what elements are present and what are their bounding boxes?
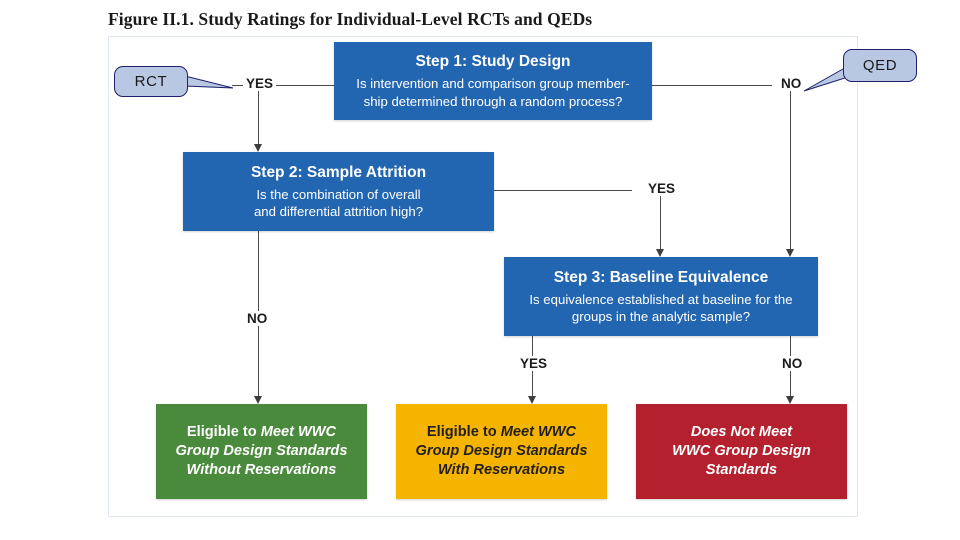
edge-label-step3-no: NO	[779, 356, 806, 371]
arrowhead-step1-to-step2	[254, 144, 262, 152]
callout-rct[interactable]: RCT	[114, 66, 188, 97]
step-2-title: Step 2: Sample Attrition	[250, 163, 427, 181]
rct-callout-tail	[184, 75, 234, 89]
callout-qed-label: QED	[862, 57, 898, 74]
outcome-yellow-line3: With Reservations	[437, 461, 566, 478]
step-3-question-line2: groups in the analytic sample?	[571, 309, 751, 325]
outcome-yellow-line1-italic: Meet WWC	[500, 424, 577, 441]
outcome-box-meets-with-reservations[interactable]: Eligible to Meet WWC Group Design Standa…	[396, 404, 607, 499]
step-1-question-line1: Is intervention and comparison group mem…	[356, 76, 630, 92]
callout-qed[interactable]: QED	[843, 49, 917, 82]
outcome-green-line3: Without Reservations	[186, 461, 337, 478]
edge-label-step3-yes: YES	[517, 356, 551, 371]
connector-step2-yes-vertical	[660, 190, 661, 249]
edge-label-step1-yes: YES	[243, 76, 277, 91]
connector-step2-yes-horizontal	[494, 190, 632, 191]
outcome-box-does-not-meet[interactable]: Does Not Meet WWC Group Design Standards	[636, 404, 847, 499]
outcome-red-line1: Does Not Meet	[690, 424, 793, 441]
connector-step1-no-horizontal	[652, 85, 772, 86]
edge-label-step1-no: NO	[778, 76, 805, 91]
outcome-red-line2: WWC Group Design	[672, 443, 811, 460]
page-title: Figure II.1. Study Ratings for Individua…	[108, 9, 593, 29]
edge-label-step2-yes: YES	[645, 181, 679, 196]
step-1-title: Step 1: Study Design	[415, 53, 571, 70]
arrowhead-step1no-to-step3	[786, 249, 794, 257]
step-3-box[interactable]: Step 3: Baseline Equivalence Is equivale…	[504, 257, 818, 336]
outcome-box-meets-without-reservations[interactable]: Eligible to Meet WWC Group Design Standa…	[156, 404, 367, 499]
step-3-title: Step 3: Baseline Equivalence	[553, 268, 769, 286]
connector-step1-yes-vertical	[258, 85, 259, 144]
step-2-question-line1: Is the combination of overall	[256, 186, 421, 202]
outcome-yellow-line1-upright: Eligible to	[426, 424, 501, 441]
outcome-green-line2: Group Design Standards	[175, 443, 348, 460]
arrowhead-step2yes-to-step3	[656, 249, 664, 257]
edge-label-step2-no: NO	[244, 311, 271, 326]
arrowhead-step3yes-to-yellow	[528, 396, 536, 404]
outcome-green-text: Eligible to Meet WWC Group Design Standa…	[176, 423, 348, 479]
outcome-red-text: Does Not Meet WWC Group Design Standards	[672, 423, 811, 479]
connector-step1-no-vertical	[790, 85, 791, 249]
outcome-red-line3: Standards	[705, 461, 778, 478]
step-2-box[interactable]: Step 2: Sample Attrition Is the combinat…	[183, 152, 494, 231]
step-3-question-line1: Is equivalence established at baseline f…	[529, 291, 793, 307]
outcome-yellow-line2: Group Design Standards	[415, 443, 588, 460]
arrowhead-step2no-to-green	[254, 396, 262, 404]
step-1-question-line2: ship determined through a random process…	[363, 93, 623, 109]
outcome-green-line1-italic: Meet WWC	[260, 424, 337, 441]
outcome-green-line1-upright: Eligible to	[186, 424, 261, 441]
callout-rct-label: RCT	[134, 73, 168, 90]
step-2-question-line2: and differential attrition high?	[253, 204, 424, 220]
connector-step1-yes-horizontal	[232, 85, 334, 86]
arrowhead-step3no-to-red	[786, 396, 794, 404]
outcome-yellow-text: Eligible to Meet WWC Group Design Standa…	[416, 423, 588, 479]
step-1-box[interactable]: Step 1: Study Design Is intervention and…	[334, 42, 652, 120]
